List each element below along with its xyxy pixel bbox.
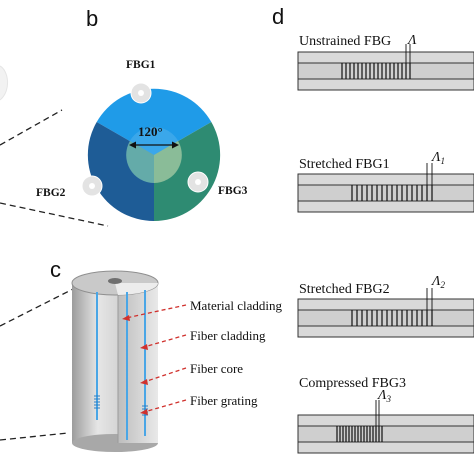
panel-d-label: d: [272, 4, 284, 29]
stretched-fbg1-caption: Stretched FBG1: [299, 157, 390, 172]
annotation-arrows: [125, 304, 187, 413]
fbg1-label: FBG1: [126, 59, 156, 71]
unstrained-caption: Unstrained FBG: [299, 34, 391, 49]
stretched-fbg2-grating: [297, 288, 474, 338]
compressed-fbg3-grating: [297, 400, 474, 454]
leader-lines: [0, 109, 109, 441]
unstrained-grating: [297, 44, 474, 91]
fbg2-label: FBG2: [36, 187, 66, 199]
fiber-cross-section: [81, 82, 221, 222]
material-cladding-label: Material cladding: [190, 298, 283, 313]
fbg3-label: FBG3: [218, 185, 248, 197]
panel-c-label: c: [50, 257, 61, 282]
stretched-fbg2-caption: Stretched FBG2: [299, 282, 390, 297]
fiber-cylinder: [71, 270, 159, 452]
fiber-cladding-label: Fiber cladding: [190, 328, 266, 343]
panel-b-label: b: [86, 6, 98, 31]
fbg2-period-symbol: Λ2: [430, 274, 445, 290]
fiber-core-label: Fiber core: [190, 361, 243, 376]
stretched-fbg1-grating: [297, 163, 474, 213]
fbg1-period-symbol: Λ1: [430, 150, 445, 166]
sector-top: [96, 88, 212, 155]
angle-label: 120°: [138, 124, 163, 139]
fiber-grating-label: Fiber grating: [190, 393, 258, 408]
left-fragment: [0, 65, 8, 101]
unstrained-period-symbol: Λ: [406, 33, 417, 48]
fbg3-period-symbol: Λ3: [376, 388, 391, 404]
compressed-fbg3-caption: Compressed FBG3: [299, 376, 406, 391]
